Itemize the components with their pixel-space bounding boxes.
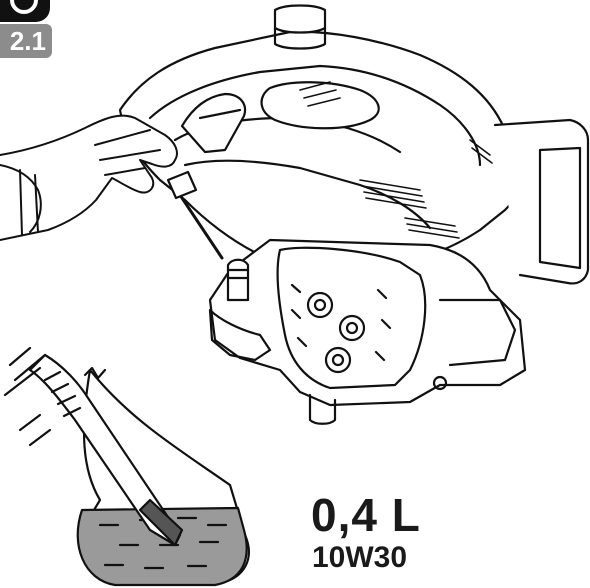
cover-vents — [299, 81, 493, 239]
air-filter-housing — [493, 118, 590, 285]
step-badge: 2.1 — [0, 24, 52, 58]
oil-fill-neck — [226, 258, 250, 302]
hand-illustration — [0, 114, 178, 241]
step-icon — [0, 0, 50, 22]
oil-grade: 10W30 — [312, 541, 408, 574]
engine-cover — [118, 4, 525, 272]
dipstick-inset — [3, 346, 250, 587]
oil-quantity: 0,4 L — [311, 489, 421, 541]
engine-block — [208, 238, 527, 425]
dipstick — [166, 92, 247, 260]
